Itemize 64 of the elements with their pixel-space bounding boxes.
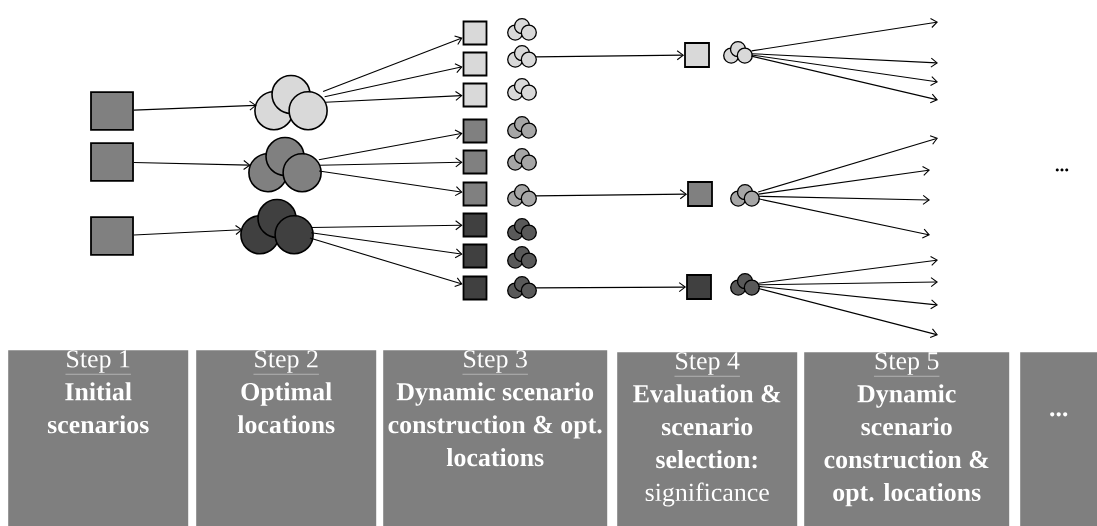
arrow [757, 135, 938, 193]
arrow [757, 287, 938, 339]
arrow [757, 198, 930, 239]
step-box: Step 4 Evaluation & scenario selection: significance [617, 352, 798, 526]
arrow [318, 170, 463, 197]
circle-cluster [507, 246, 537, 269]
arrow [758, 285, 938, 310]
step-box: Step 1 Initial scenarios [8, 350, 189, 526]
square [686, 274, 712, 300]
arrow [758, 165, 930, 195]
circle-cluster [507, 148, 537, 171]
circle-cluster [507, 218, 537, 241]
arrow [750, 55, 938, 104]
arrow [318, 157, 463, 168]
square [684, 42, 710, 68]
circle-cluster [507, 18, 537, 41]
circle-cluster [730, 273, 760, 296]
ellipsis: ... [1055, 168, 1069, 172]
arrow [751, 18, 938, 52]
circle-cluster [254, 74, 328, 131]
arrow [322, 35, 463, 93]
arrow [535, 282, 687, 293]
circle-cluster [248, 136, 322, 193]
arrow [318, 129, 463, 161]
step-box: Step 2 Optimal locations [196, 350, 377, 526]
square [462, 275, 488, 301]
circle-cluster [507, 276, 537, 299]
square [687, 181, 713, 207]
square [462, 51, 488, 77]
square [90, 142, 134, 182]
step-box: ... [1020, 352, 1097, 526]
circle-cluster [507, 78, 537, 101]
arrow [310, 232, 463, 259]
square [462, 20, 488, 46]
arrow [324, 90, 463, 103]
circle-cluster [507, 116, 537, 139]
arrow [133, 224, 243, 236]
arrow [310, 220, 463, 231]
square [462, 243, 488, 269]
arrow [309, 237, 463, 288]
arrow [751, 53, 938, 68]
circle-cluster [507, 45, 537, 68]
square [462, 82, 488, 108]
arrow [535, 50, 685, 61]
square [462, 212, 488, 238]
arrow [535, 189, 688, 200]
step-box: Step 5 Dynamic scenario construction & opt. locations [804, 352, 1010, 526]
circle-cluster [507, 184, 537, 207]
arrow [133, 160, 251, 171]
circle-cluster [723, 41, 753, 64]
arrow [324, 63, 463, 98]
arrow [133, 100, 257, 111]
step-box: Step 3 Dynamic scenario construction & opt. locations [383, 350, 608, 526]
square [462, 118, 488, 144]
square [90, 216, 134, 256]
arrow [758, 277, 938, 288]
circle-cluster [730, 184, 760, 207]
circle-cluster [240, 198, 314, 255]
square [462, 149, 488, 175]
arrow [758, 255, 938, 284]
arrow [758, 194, 930, 205]
square [462, 181, 488, 207]
square [90, 91, 134, 131]
arrow [751, 54, 938, 86]
